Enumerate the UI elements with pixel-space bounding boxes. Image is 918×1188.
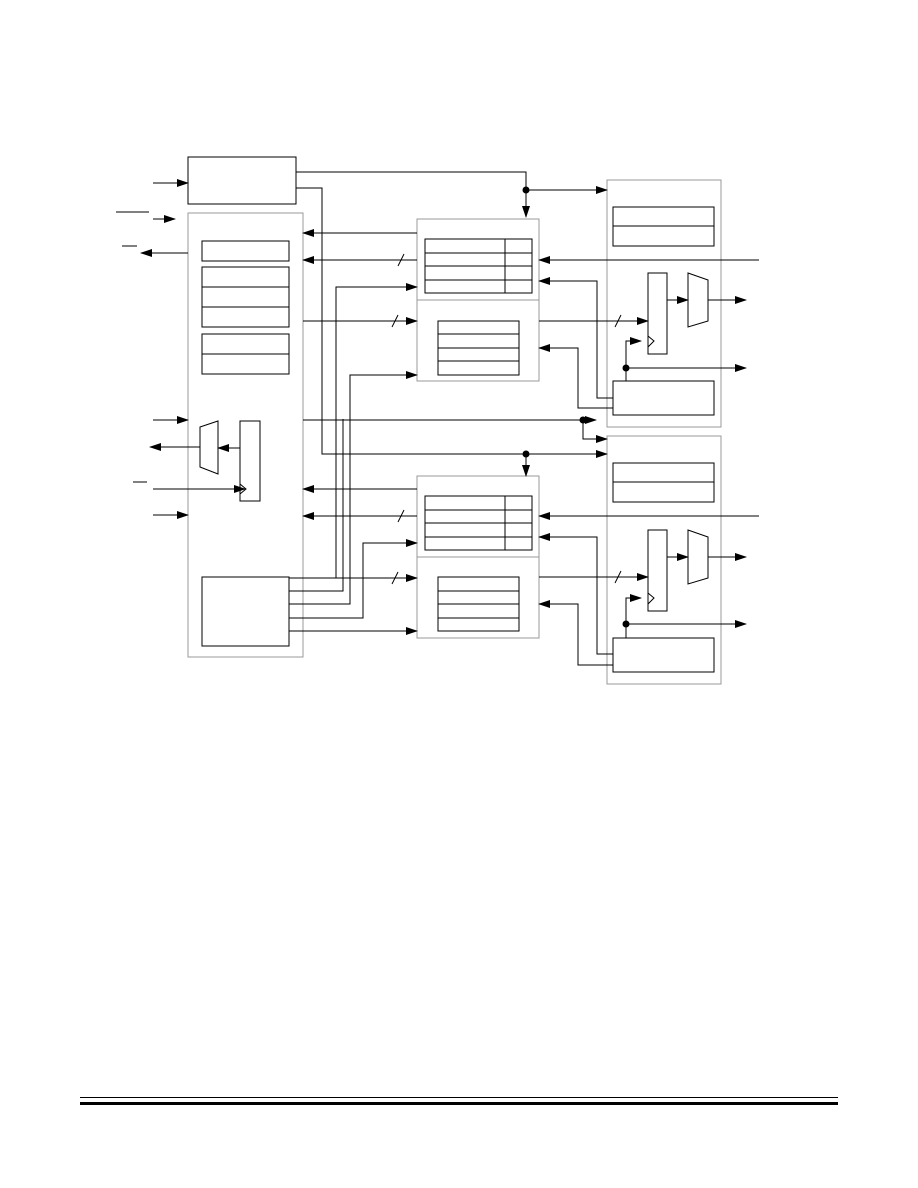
controller-latch bbox=[239, 420, 261, 502]
output-unit-b-mux bbox=[687, 529, 709, 585]
left-signals bbox=[116, 179, 246, 519]
footer-rule-thick bbox=[80, 1102, 838, 1105]
channel-b-lower-frame bbox=[416, 556, 540, 639]
controller-mux bbox=[199, 420, 219, 475]
channel-a-wires bbox=[302, 229, 759, 409]
controller-register-1 bbox=[201, 240, 290, 262]
footer-rule-thin bbox=[80, 1097, 838, 1098]
output-unit-b-control bbox=[612, 637, 715, 673]
channel-a-lower-frame bbox=[416, 299, 540, 382]
controller-sequencer bbox=[201, 576, 290, 647]
output-unit-b-frame bbox=[606, 435, 722, 685]
output-unit-b-latch bbox=[647, 529, 668, 612]
channel-b-upper-frame bbox=[416, 475, 540, 558]
output-unit-a-control bbox=[612, 380, 715, 416]
sequencer-wires bbox=[289, 283, 418, 635]
shared-wires bbox=[303, 416, 608, 443]
channel-a-upper-frame bbox=[416, 218, 540, 301]
output-unit-a-frame bbox=[606, 179, 722, 428]
controller-register-group-a bbox=[201, 266, 290, 328]
output-unit-a-mux bbox=[687, 272, 709, 328]
channel-b-wires bbox=[302, 485, 759, 666]
output-unit-a-latch bbox=[647, 272, 668, 355]
top-block-wires bbox=[296, 171, 608, 477]
controller-frame bbox=[187, 212, 304, 658]
input-block-top bbox=[187, 156, 297, 205]
